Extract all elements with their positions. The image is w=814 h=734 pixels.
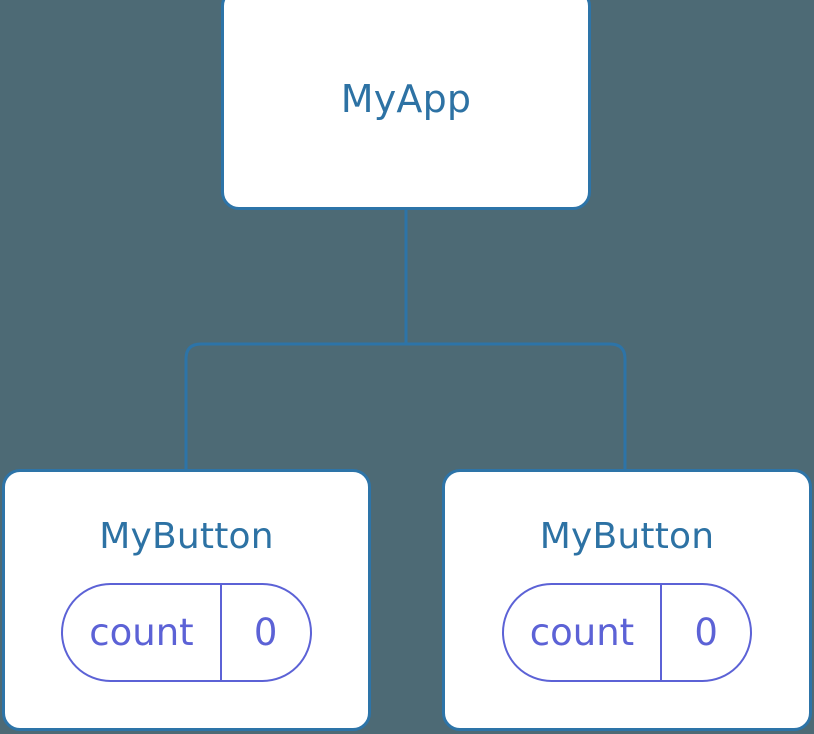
state-pill-count[interactable]: count 0 (501, 583, 753, 682)
state-pill-divider (660, 585, 663, 680)
edge-to-child-0 (184, 342, 406, 471)
state-value-label: 0 (253, 611, 278, 654)
edge-to-child-1 (406, 342, 627, 471)
node-label-wrap: MyButton (99, 519, 274, 555)
state-value-label: 0 (694, 611, 718, 654)
node-label-mybutton: MyButton (99, 516, 274, 557)
state-key-label: count (89, 611, 194, 654)
tree-node-mybutton-0[interactable]: MyButton count 0 (2, 469, 371, 731)
node-label-mybutton: MyButton (539, 516, 715, 557)
state-key-label: count (529, 611, 635, 654)
state-pill-count[interactable]: count 0 (61, 583, 312, 682)
tree-node-mybutton-1[interactable]: MyButton count 0 (442, 469, 812, 731)
state-pill-divider (219, 585, 222, 680)
node-label-myapp: MyApp (340, 77, 472, 121)
node-label-wrap: MyButton (540, 519, 715, 555)
tree-node-myapp[interactable]: MyApp (221, 0, 591, 210)
